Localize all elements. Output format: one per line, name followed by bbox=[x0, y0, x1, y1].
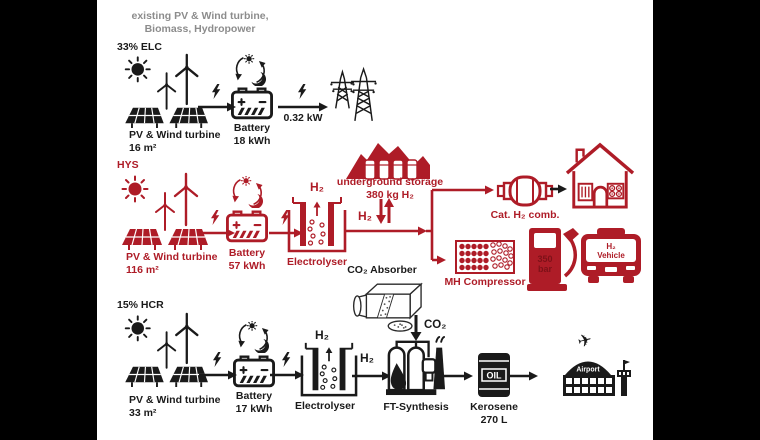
h2-flow-label-hys: H₂ bbox=[358, 209, 372, 223]
battery-icon-hys bbox=[226, 210, 268, 243]
electricity-arrow-icon-elc-2 bbox=[278, 84, 328, 112]
battery-label-hcr: Battery 17 kWh bbox=[223, 390, 285, 416]
arrow-to-kerosene bbox=[444, 371, 473, 381]
battery-icon-elc bbox=[231, 87, 273, 120]
pv-source-name: PV & Wind turbine bbox=[129, 129, 221, 141]
co2-down-arrow bbox=[410, 315, 422, 341]
pv-source-name: PV & Wind turbine bbox=[129, 394, 221, 406]
battery-name: Battery bbox=[233, 122, 271, 134]
h2-output-label-hys: H₂ bbox=[310, 180, 324, 194]
pv-source-label-hys: PV & Wind turbine 116 m² bbox=[126, 251, 236, 277]
ft-synthesis-label: FT-Synthesis bbox=[383, 401, 449, 413]
pump-pressure-value: 350 bbox=[537, 254, 552, 264]
storage-name: underground storage bbox=[336, 176, 444, 188]
fuel-pump-icon: 350 bar bbox=[527, 228, 579, 291]
pv-source-name: PV & Wind turbine bbox=[126, 251, 218, 263]
oil-barrel-icon: OIL bbox=[478, 353, 510, 397]
battery-label-hys: Battery 57 kWh bbox=[216, 247, 278, 273]
catalytic-combustion-icon bbox=[496, 175, 554, 207]
h2-branch-connector bbox=[426, 185, 494, 265]
battery-label-elc: Battery 18 kWh bbox=[221, 122, 283, 148]
day-night-cycle-icon-hcr bbox=[236, 321, 270, 353]
pv-source-label-hcr: PV & Wind turbine 33 m² bbox=[129, 394, 239, 420]
storage-exchange-arrows-icon bbox=[376, 198, 394, 224]
pv-source-size: 16 m² bbox=[129, 142, 157, 154]
battery-capacity: 18 kWh bbox=[233, 135, 271, 147]
scenario-label-elc: 33% ELC bbox=[117, 41, 162, 53]
day-night-cycle-icon-elc bbox=[233, 54, 267, 86]
power-grid-towers-icon bbox=[330, 66, 377, 121]
airport-label: Airport bbox=[576, 367, 600, 374]
pv-source-size: 116 m² bbox=[126, 264, 159, 276]
co2-absorber-icon bbox=[352, 282, 423, 332]
electricity-arrow-icon-hcr-2 bbox=[270, 352, 304, 380]
electricity-arrow-icon-hcr-1 bbox=[199, 352, 237, 380]
kerosene-label: Kerosene 270 L bbox=[459, 401, 529, 427]
h2-bus-icon: H₂ Vehicle bbox=[581, 228, 641, 283]
kerosene-amount: 270 L bbox=[480, 414, 508, 426]
battery-capacity: 17 kWh bbox=[235, 403, 273, 415]
grid-power-label: 0.32 kW bbox=[283, 112, 323, 124]
note-line-2: Biomass, Hydropower bbox=[144, 23, 256, 35]
pv-source-label-elc: PV & Wind turbine 16 m² bbox=[129, 129, 239, 155]
scenario-label-hcr: 15% HCR bbox=[117, 299, 164, 311]
h2-output-label-hcr: H₂ bbox=[315, 328, 329, 342]
pv-source-size: 33 m² bbox=[129, 407, 157, 419]
mh-compressor-label: MH Compressor bbox=[444, 276, 526, 288]
co2-absorber-label: CO₂ Absorber bbox=[347, 264, 417, 276]
oil-barrel-text: OIL bbox=[487, 371, 503, 381]
ft-synthesis-icon bbox=[386, 336, 446, 396]
electrolyser-label-hys: Electrolyser bbox=[286, 256, 348, 268]
scenario-label-hys: HYS bbox=[117, 159, 139, 171]
bus-label-line1: H₂ bbox=[606, 242, 616, 251]
right-letterbox-bar bbox=[653, 0, 760, 440]
arrow-to-airport bbox=[509, 371, 538, 381]
mh-compressor-icon bbox=[455, 240, 515, 274]
battery-name: Battery bbox=[235, 390, 273, 402]
catalytic-combustion-label: Cat. H₂ comb. bbox=[490, 209, 560, 221]
electrolyser-icon-hys bbox=[286, 194, 348, 254]
pump-pressure-unit: bar bbox=[538, 264, 553, 274]
note-line-1: existing PV & Wind turbine, bbox=[131, 10, 269, 22]
storage-amount: 380 kg H₂ bbox=[366, 188, 414, 201]
underground-storage-icon bbox=[346, 143, 430, 180]
plane-icon: ✈ bbox=[576, 330, 594, 352]
kerosene-name: Kerosene bbox=[470, 401, 518, 413]
arrow-to-house bbox=[550, 184, 567, 194]
day-night-cycle-icon-hys bbox=[230, 176, 264, 208]
h2-flow-arrow-hys bbox=[346, 226, 427, 236]
electrolyser-label-hcr: Electrolyser bbox=[294, 400, 356, 412]
battery-capacity: 57 kWh bbox=[228, 260, 266, 272]
left-letterbox-bar bbox=[0, 0, 97, 440]
house-heating-icon bbox=[565, 142, 635, 209]
airport-icon: ✈ Airport bbox=[563, 330, 631, 396]
electricity-arrow-icon-hys-2 bbox=[269, 210, 303, 238]
underground-storage-label: underground storage 380 kg H₂ bbox=[328, 176, 452, 201]
electrolyser-icon-hcr bbox=[298, 340, 360, 398]
bus-label-line2: Vehicle bbox=[597, 251, 625, 260]
battery-name: Battery bbox=[228, 247, 266, 259]
co2-label: CO₂ bbox=[424, 319, 447, 331]
h2-flow-label-hcr: H₂ bbox=[360, 351, 374, 365]
h2-flow-arrow-hcr bbox=[352, 371, 391, 381]
existing-sources-note: existing PV & Wind turbine, Biomass, Hyd… bbox=[110, 10, 290, 36]
